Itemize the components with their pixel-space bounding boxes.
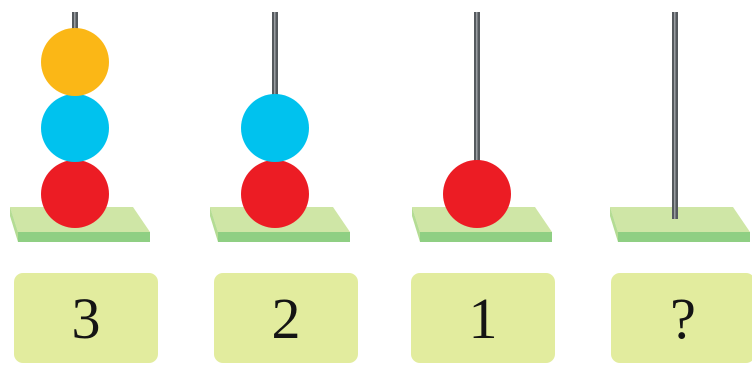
abacus-label-box: 3 xyxy=(14,273,158,363)
abacus-base-front xyxy=(18,232,150,242)
abacus-bead-red xyxy=(241,160,309,228)
abacus-base-side xyxy=(10,207,18,242)
abacus-bead-blue xyxy=(241,94,309,162)
abacus-count-label: 3 xyxy=(71,285,101,351)
abacus-base-side xyxy=(210,207,218,242)
abacus-count-label: 2 xyxy=(271,285,301,351)
abacus-base-top xyxy=(610,207,750,232)
abacus-rod-highlight xyxy=(674,12,676,219)
abacus-label-box: 2 xyxy=(214,273,358,363)
abacus-base-front xyxy=(420,232,552,242)
abacus-rod-highlight xyxy=(476,12,478,219)
abacus-bead-red xyxy=(443,160,511,228)
abacus-base-front xyxy=(218,232,350,242)
abacus-label-box: 1 xyxy=(411,273,555,363)
abacus-count-label: 1 xyxy=(468,285,498,351)
abacus-base-front xyxy=(618,232,750,242)
abacus-question-label: ? xyxy=(670,285,696,351)
abacus-base-side xyxy=(412,207,420,242)
question-label-box: ? xyxy=(611,273,752,363)
abacus-base-side xyxy=(610,207,618,242)
abacus-bead-red xyxy=(41,160,109,228)
abacus-bead-orange xyxy=(41,28,109,96)
abacus-bead-blue xyxy=(41,94,109,162)
